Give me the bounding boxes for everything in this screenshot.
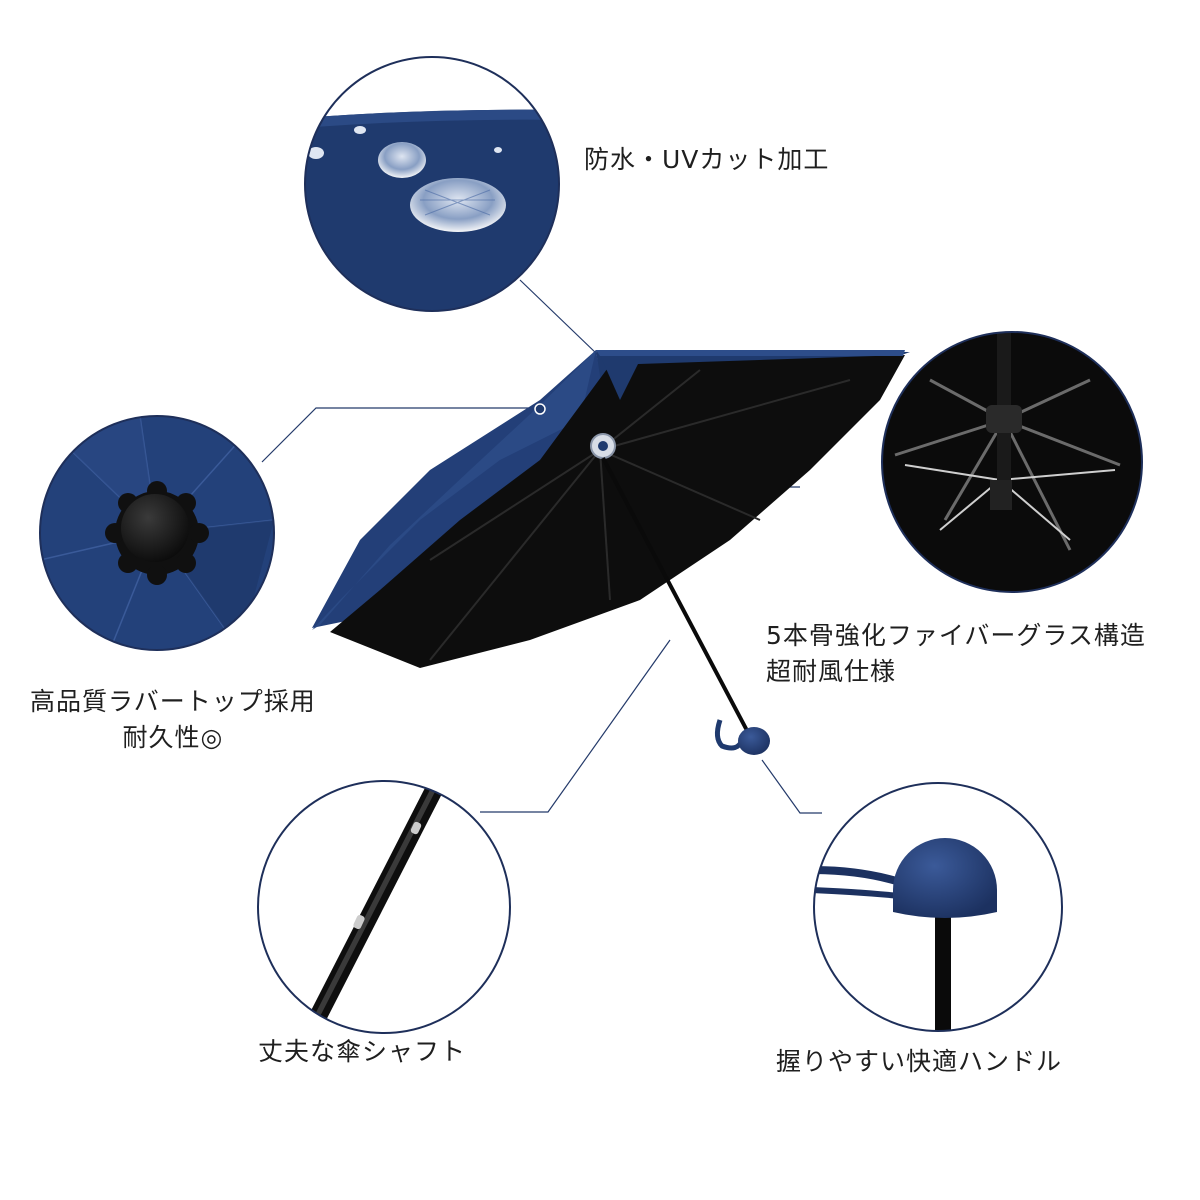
- feature-label-rubber-top: 高品質ラバートップ採用 耐久性◎: [30, 684, 316, 756]
- feature-label-line: 耐久性◎: [122, 723, 224, 752]
- detail-circle-shaft: [257, 780, 511, 1034]
- detail-circle-waterproof: [304, 56, 560, 312]
- feature-label-waterproof: 防水・UVカット加工: [584, 142, 829, 178]
- callout-line-shaft: [480, 639, 671, 813]
- feature-label-handle: 握りやすい快適ハンドル: [776, 1044, 1062, 1080]
- feature-label-shaft: 丈夫な傘シャフト: [258, 1034, 466, 1070]
- umbrella-main: [312, 350, 910, 755]
- feature-label-line: 防水・UVカット加工: [584, 145, 830, 174]
- feature-label-line: 5本骨強化ファイバーグラス構造: [766, 621, 1146, 650]
- callout-line-waterproof: [519, 279, 599, 356]
- feature-label-line: 高品質ラバートップ採用: [30, 687, 316, 716]
- detail-circle-ribs: [881, 331, 1143, 593]
- detail-circle-rubber-top: [39, 415, 275, 651]
- feature-label-fiberglass: 5本骨強化ファイバーグラス構造 超耐風仕様: [766, 618, 1146, 690]
- callout-line-handle: [761, 759, 822, 814]
- detail-circle-handle: [813, 782, 1063, 1032]
- feature-label-line: 丈夫な傘シャフト: [258, 1037, 467, 1066]
- feature-label-line: 握りやすい快適ハンドル: [776, 1047, 1063, 1076]
- callout-line-rubber-top: [261, 407, 537, 463]
- feature-label-line: 超耐風仕様: [766, 657, 897, 686]
